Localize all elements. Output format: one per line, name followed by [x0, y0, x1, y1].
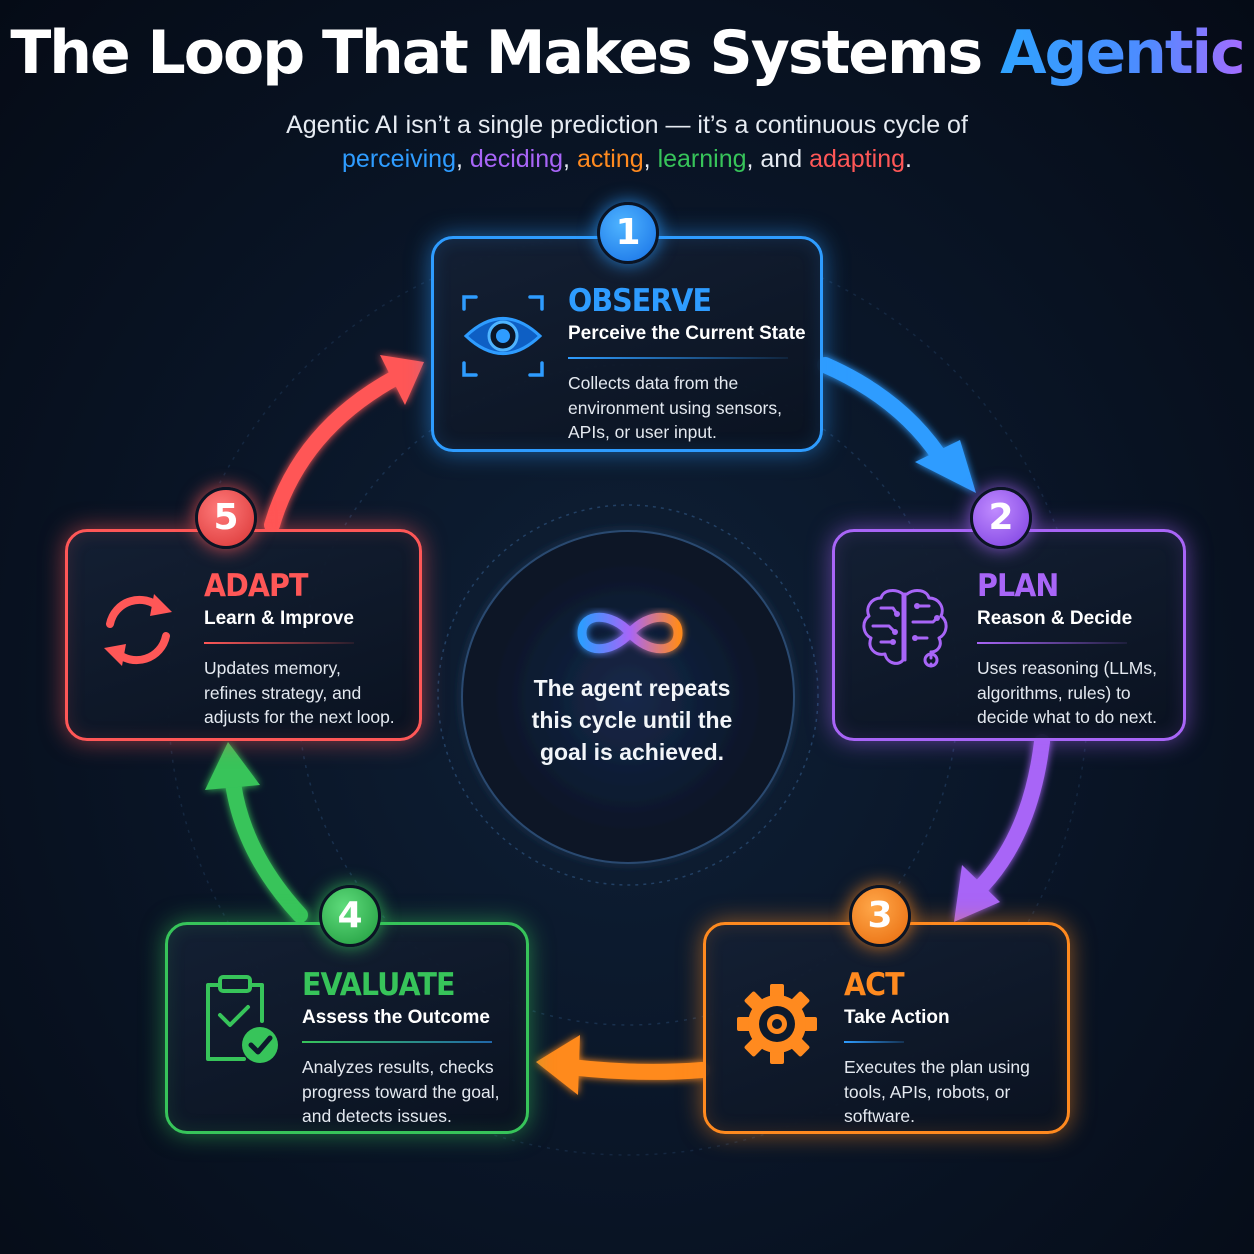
word-perceiving: perceiving [342, 145, 456, 173]
subtitle-line-2: perceiving, deciding, acting, learning, … [0, 142, 1254, 176]
infinity-icon [577, 612, 683, 654]
step-subtitle: Reason & Decide [977, 608, 1133, 629]
step-title: PLAN [977, 568, 1059, 604]
subtitle-sep: , [563, 145, 577, 173]
divider [844, 1041, 904, 1043]
description-line: and detects issues. [302, 1106, 452, 1126]
subtitle: Agentic AI isn’t a single prediction — i… [0, 108, 1254, 176]
divider [204, 642, 354, 644]
arrow-act-to-evaluate [536, 1035, 710, 1095]
description-line: algorithms, rules) to [977, 682, 1131, 703]
subtitle-sep: , [643, 145, 658, 173]
description-line: decide what to do next. [977, 707, 1157, 727]
step-subtitle: Learn & Improve [204, 608, 354, 629]
step-badge-4: 4 [319, 885, 381, 947]
step-title: EVALUATE [302, 967, 455, 1003]
center-line: this cycle until the [531, 707, 733, 733]
subtitle-sep: . [905, 145, 912, 173]
center-line: The agent repeats [533, 675, 731, 701]
clipboard-check-icon [206, 975, 278, 1063]
word-learning: learning [657, 145, 747, 173]
step-badge-1: 1 [597, 202, 659, 264]
center-caption: The agent repeats this cycle until the g… [494, 672, 770, 768]
arrow-plan-to-act [954, 734, 1050, 922]
step-title: ADAPT [204, 568, 309, 604]
description-line: environment using sensors, [568, 397, 782, 418]
step-subtitle: Perceive the Current State [568, 323, 806, 344]
step-card-adapt: ADAPT Learn & Improve Updates memory, re… [65, 529, 422, 741]
step-description: Executes the plan using tools, APIs, rob… [844, 1055, 1030, 1129]
step-badge-3: 3 [849, 885, 911, 947]
step-badge-5: 5 [195, 487, 257, 549]
subtitle-sep: , [455, 145, 470, 173]
description-line: refines strategy, and [204, 682, 362, 703]
word-deciding: deciding [469, 145, 564, 173]
step-description: Analyzes results, checks progress toward… [302, 1055, 499, 1129]
arrow-adapt-to-observe [264, 355, 424, 533]
step-description: Uses reasoning (LLMs, algorithms, rules)… [977, 656, 1157, 730]
step-description: Collects data from the environment using… [568, 371, 806, 445]
divider [568, 357, 788, 359]
description-line: progress toward the goal, [302, 1081, 500, 1102]
arrow-observe-to-plan [817, 357, 976, 493]
inner-dashed-ring [437, 504, 819, 886]
step-card-evaluate: EVALUATE Assess the Outcome Analyzes res… [165, 922, 529, 1134]
step-card-plan: PLAN Reason & Decide Uses reasoning (LLM… [832, 529, 1186, 741]
word-acting: acting [576, 145, 644, 173]
step-card-act: ACT Take Action Executes the plan using … [703, 922, 1070, 1134]
subtitle-line-1: Agentic AI isn’t a single prediction — i… [286, 111, 968, 139]
word-adapting: adapting [809, 145, 906, 173]
step-title: OBSERVE [568, 283, 712, 319]
eye-scan-icon [462, 295, 544, 377]
divider [302, 1041, 492, 1043]
title-accent: Agentic [1000, 18, 1246, 88]
description-line: software. [844, 1106, 915, 1126]
description-line: adjusts for the next loop. [204, 707, 395, 727]
center-disc [461, 530, 795, 864]
step-card-observe: OBSERVE Perceive the Current State Colle… [431, 236, 823, 452]
description-line: APIs, or user input. [568, 422, 717, 442]
step-badge-2: 2 [970, 487, 1032, 549]
description-line: Executes the plan using [844, 1057, 1030, 1077]
step-title: ACT [844, 967, 905, 1003]
page-title: The Loop That Makes Systems Agentic [0, 18, 1254, 88]
step-subtitle: Take Action [844, 1007, 950, 1028]
brain-circuit-icon [862, 589, 948, 668]
description-line: Collects data from the [568, 373, 739, 393]
title-main: The Loop That Makes Systems [10, 18, 1001, 88]
gear-icon [737, 984, 817, 1064]
center-line: goal is achieved. [539, 739, 725, 765]
description-line: Updates memory, [204, 658, 341, 678]
divider [977, 642, 1127, 644]
arrow-evaluate-to-adapt [205, 742, 308, 923]
subtitle-sep: , and [746, 145, 810, 173]
step-subtitle: Assess the Outcome [302, 1007, 490, 1028]
refresh-cycle-icon [104, 594, 172, 666]
description-line: Analyzes results, checks [302, 1057, 494, 1077]
description-line: tools, APIs, robots, or [844, 1081, 1011, 1102]
step-description: Updates memory, refines strategy, and ad… [204, 656, 395, 730]
description-line: Uses reasoning (LLMs, [977, 658, 1157, 678]
